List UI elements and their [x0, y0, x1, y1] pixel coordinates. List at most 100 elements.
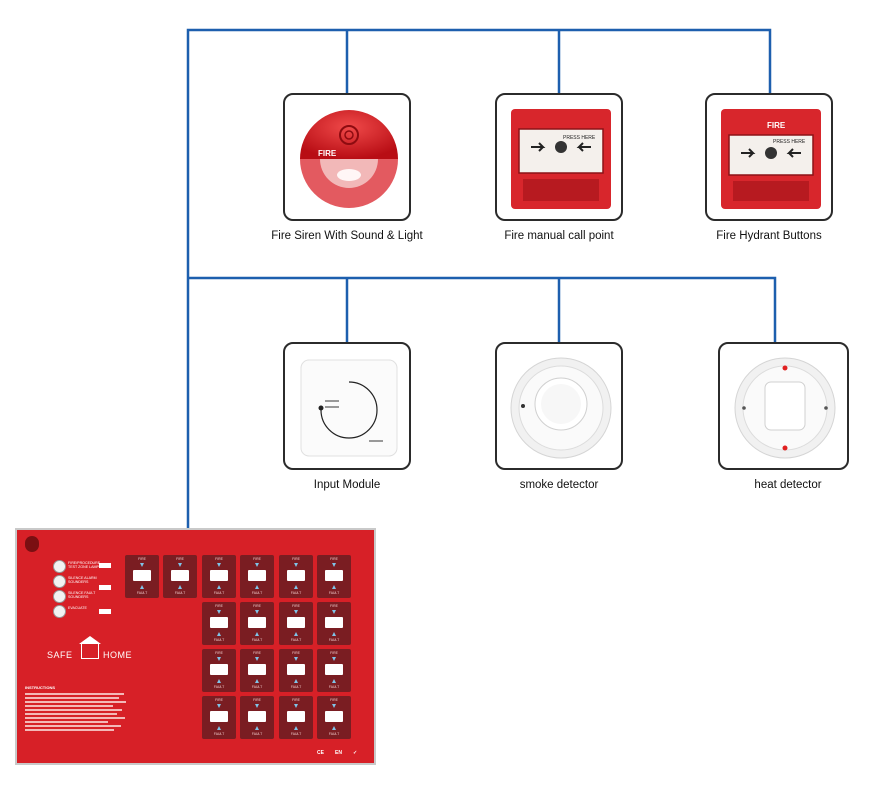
zone-module: FIRE FAULT: [317, 555, 351, 598]
zone-lamp: [325, 711, 343, 722]
zone-fire-label: FIRE: [176, 557, 184, 561]
zone-fire-label: FIRE: [292, 698, 300, 702]
fire-led-icon: [255, 704, 259, 708]
fault-led-icon: [294, 679, 298, 683]
zone-fault-label: FAULT: [328, 638, 340, 642]
instructions-title: INSTRUCTIONS: [25, 685, 55, 690]
zone-fire-label: FIRE: [253, 698, 261, 702]
indicator-lamp: [99, 585, 111, 590]
zone-fault-label: FAULT: [290, 591, 302, 595]
silence-alarm-button[interactable]: [53, 575, 66, 588]
hydrant-label: Fire Hydrant Buttons: [716, 230, 822, 242]
zone-fault-label: FAULT: [328, 591, 340, 595]
zone-module: FIRE FAULT: [240, 696, 274, 739]
test-button[interactable]: [53, 560, 66, 573]
fire-led-icon: [332, 657, 336, 661]
zone-fire-label: FIRE: [330, 651, 338, 655]
zone-fault-label: FAULT: [251, 591, 263, 595]
call-point-image: [511, 109, 611, 209]
fire-led-icon: [332, 704, 336, 708]
brand-logo: SAFE: [47, 650, 73, 660]
panel-logo: [25, 536, 39, 552]
smoke-detector-image: [510, 357, 612, 459]
zone-fault-label: FAULT: [213, 591, 225, 595]
zone-module: FIRE FAULT: [317, 649, 351, 692]
zone-fire-label: FIRE: [253, 557, 261, 561]
indicator-lamp: [99, 563, 111, 568]
zone-fire-label: FIRE: [292, 651, 300, 655]
zone-lamp: [171, 570, 189, 581]
zone-fire-label: FIRE: [215, 651, 223, 655]
zone-fire-label: FIRE: [215, 557, 223, 561]
fault-led-icon: [255, 585, 259, 589]
zone-fire-label: FIRE: [215, 698, 223, 702]
zone-fire-label: FIRE: [330, 698, 338, 702]
zone-lamp: [210, 617, 228, 628]
zone-module: FIRE FAULT: [279, 649, 313, 692]
zone-module: FIRE FAULT: [240, 555, 274, 598]
zone-fire-label: FIRE: [292, 557, 300, 561]
fault-led-icon: [332, 679, 336, 683]
zone-lamp: [210, 711, 228, 722]
smoke-detector-card: [495, 342, 623, 470]
heat-detector-card: [718, 342, 849, 470]
input-module-image: [300, 359, 398, 457]
call-point-card: PRESS HERE: [495, 93, 623, 221]
hydrant-image: [721, 109, 821, 209]
zone-lamp: [210, 664, 228, 675]
zone-fire-label: FIRE: [330, 557, 338, 561]
zone-fault-label: FAULT: [213, 732, 225, 736]
fire-led-icon: [255, 563, 259, 567]
fault-led-icon: [294, 726, 298, 730]
hydrant-device-text-2: PRESS HERE: [773, 139, 806, 145]
zone-lamp: [287, 711, 305, 722]
zone-lamp: [325, 617, 343, 628]
heat-detector-label: heat detector: [754, 479, 822, 491]
home-icon: [81, 643, 99, 659]
fire-siren-card: FIRE: [283, 93, 411, 221]
fault-led-icon: [332, 585, 336, 589]
zone-fault-label: FAULT: [136, 591, 148, 595]
fire-led-icon: [294, 610, 298, 614]
fire-led-icon: [332, 610, 336, 614]
home-roof-icon: [79, 636, 101, 644]
fire-led-icon: [217, 610, 221, 614]
instructions-block: [25, 691, 129, 733]
fire-siren-image: [300, 110, 398, 208]
zone-fault-label: FAULT: [328, 685, 340, 689]
zone-fault-label: FAULT: [213, 685, 225, 689]
zone-fault-label: FAULT: [290, 685, 302, 689]
fire-led-icon: [332, 563, 336, 567]
zone-fault-label: FAULT: [251, 685, 263, 689]
fault-led-icon: [294, 585, 298, 589]
zone-lamp: [248, 617, 266, 628]
evacuate-button[interactable]: [53, 605, 66, 618]
zone-module: FIRE FAULT: [202, 649, 236, 692]
silence-fault-button[interactable]: [53, 590, 66, 603]
hydrant-card: FIRE PRESS HERE: [705, 93, 833, 221]
fire-siren-label: Fire Siren With Sound & Light: [271, 230, 423, 242]
fault-led-icon: [332, 632, 336, 636]
fault-led-icon: [217, 585, 221, 589]
zone-fault-label: FAULT: [290, 638, 302, 642]
fault-led-icon: [332, 726, 336, 730]
ce-mark: CE: [317, 750, 324, 756]
zone-fault-label: FAULT: [213, 638, 225, 642]
call-point-device-text: PRESS HERE: [563, 135, 596, 141]
fault-led-icon: [217, 726, 221, 730]
input-module-card: [283, 342, 411, 470]
fault-led-icon: [217, 632, 221, 636]
zone-module: FIRE FAULT: [202, 555, 236, 598]
zone-fault-label: FAULT: [251, 732, 263, 736]
zone-fire-label: FIRE: [253, 604, 261, 608]
fire-led-icon: [217, 704, 221, 708]
zone-lamp: [287, 570, 305, 581]
